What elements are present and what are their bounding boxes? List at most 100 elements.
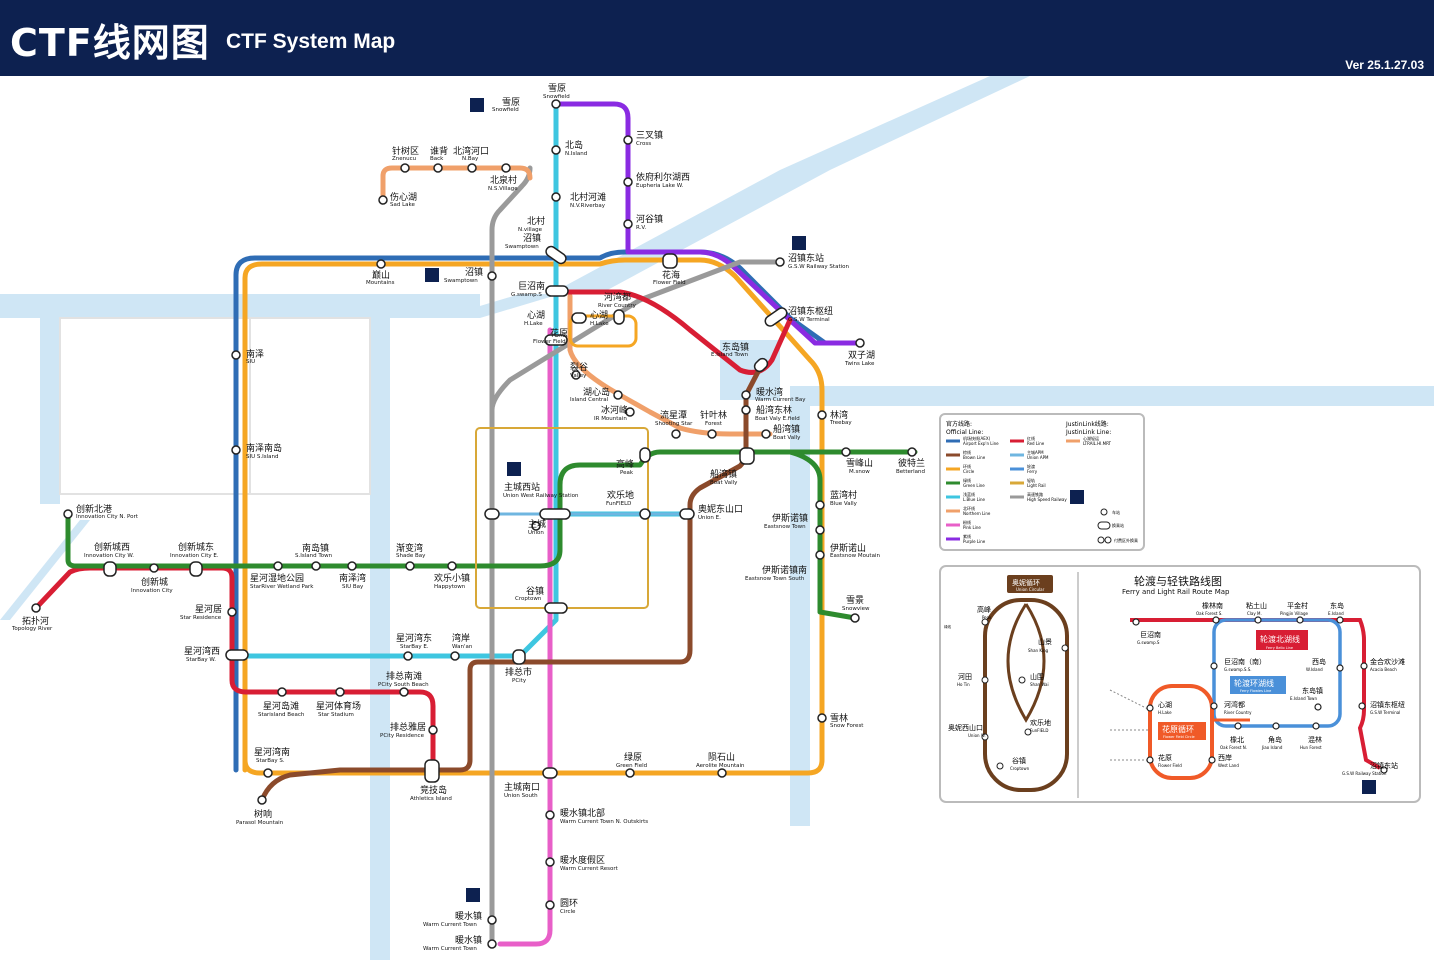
svg-text:Green Line: Green Line: [963, 483, 985, 488]
svg-text:Shade Bay: Shade Bay: [396, 553, 426, 559]
svg-text:Eastsnow Town South: Eastsnow Town South: [745, 576, 805, 582]
svg-text:E.Island: E.Island: [1328, 611, 1344, 616]
svg-text:沼镇东枢纽: 沼镇东枢纽: [1370, 700, 1405, 709]
svg-text:暖水镇: 暖水镇: [455, 934, 482, 946]
svg-text:Cross: Cross: [636, 141, 651, 147]
svg-text:排总南滩: 排总南滩: [386, 670, 422, 682]
svg-text:官方线路:: 官方线路:: [946, 420, 972, 428]
svg-text:谷镇: 谷镇: [1012, 756, 1026, 765]
svg-text:欢乐地: 欢乐地: [607, 489, 634, 501]
svg-text:H.Lake: H.Lake: [524, 321, 543, 327]
svg-text:Peak: Peak: [620, 470, 634, 476]
svg-text:Official Line:: Official Line:: [946, 429, 983, 436]
svg-text:东岛镇: 东岛镇: [722, 341, 749, 353]
svg-text:E.Island Town: E.Island Town: [1290, 696, 1317, 701]
svg-text:河湾都: 河湾都: [604, 291, 631, 303]
svg-text:Flower Field: Flower Field: [653, 280, 686, 286]
svg-text:N.Island: N.Island: [565, 151, 587, 157]
svg-text:巨沼南（南）: 巨沼南（南）: [1224, 657, 1266, 666]
svg-text:Ho Tin: Ho Tin: [957, 682, 970, 687]
svg-text:创新城东: 创新城东: [178, 541, 214, 553]
svg-text:花海: 花海: [662, 269, 680, 281]
svg-text:M.snow: M.snow: [849, 469, 870, 475]
svg-text:花原: 花原: [1158, 753, 1172, 762]
svg-text:山围: 山围: [1030, 672, 1044, 681]
svg-text:Ferry Flowies Line: Ferry Flowies Line: [1240, 689, 1271, 693]
svg-text:轻轨: 轻轨: [1027, 477, 1035, 483]
svg-text:N.Bay: N.Bay: [462, 156, 479, 162]
svg-text:金合欢沙滩: 金合欢沙滩: [1370, 657, 1405, 666]
svg-text:暖水湾: 暖水湾: [756, 386, 783, 398]
svg-text:Purple Line: Purple Line: [963, 539, 986, 544]
svg-text:Wan'an: Wan'an: [452, 644, 473, 650]
svg-text:Shan Wai: Shan Wai: [1030, 682, 1049, 687]
svg-text:Union Circular: Union Circular: [1016, 587, 1045, 592]
svg-text:针树区: 针树区: [392, 145, 419, 157]
svg-text:Innovation City N. Port: Innovation City N. Port: [76, 514, 139, 520]
svg-text:W.Island: W.Island: [1306, 667, 1323, 672]
svg-text:Twins Lake: Twins Lake: [844, 361, 875, 367]
svg-text:JustinLink线路:: JustinLink线路:: [1065, 420, 1109, 428]
svg-text:Mountains: Mountains: [366, 280, 395, 286]
svg-text:高速铁路: 高速铁路: [1027, 491, 1043, 497]
svg-text:创新城: 创新城: [141, 576, 168, 588]
svg-text:付费区外换乘: 付费区外换乘: [1114, 537, 1138, 543]
svg-text:IR Mountain: IR Mountain: [594, 416, 627, 422]
svg-text:角岛: 角岛: [1268, 735, 1282, 744]
svg-text:N.V.Riverbay: N.V.Riverbay: [570, 203, 606, 209]
svg-text:Shooting Star: Shooting Star: [655, 421, 693, 427]
high-speed-railway: [489, 165, 783, 947]
svg-text:沼镇东站: 沼镇东站: [788, 252, 824, 264]
svg-text:星河居: 星河居: [195, 603, 222, 615]
ferry-title-cn: 轮渡与轻铁路线图: [1134, 574, 1222, 588]
svg-text:Union APM: Union APM: [1027, 455, 1049, 460]
svg-text:L.Blue Line: L.Blue Line: [963, 497, 985, 502]
svg-text:G.S.W Railway Station: G.S.W Railway Station: [1342, 771, 1387, 776]
svg-text:星河湾东: 星河湾东: [396, 632, 432, 644]
svg-text:SIU Bay: SIU Bay: [342, 584, 364, 590]
svg-text:Warm Current Town: Warm Current Town: [423, 946, 477, 952]
svg-text:伊斯诺镇南: 伊斯诺镇南: [762, 564, 807, 576]
svg-text:Boat Valy E.field: Boat Valy E.field: [755, 416, 800, 422]
svg-text:船湾镇: 船湾镇: [710, 468, 737, 480]
svg-text:Warm Current Town N. Outskirts: Warm Current Town N. Outskirts: [560, 819, 648, 825]
svg-text:巨沼南: 巨沼南: [518, 280, 545, 292]
svg-text:谷镇: 谷镇: [526, 585, 544, 597]
interchange-markers[interactable]: [103, 245, 789, 783]
map-title-chinese: CTF线网图: [10, 21, 210, 65]
svg-text:奥妮东山口: 奥妮东山口: [698, 503, 743, 515]
circle-line: [242, 257, 825, 776]
svg-text:伊斯诺镇: 伊斯诺镇: [772, 512, 808, 524]
svg-text:轮渡环湖线: 轮渡环湖线: [1234, 678, 1274, 688]
svg-text:星河湾西: 星河湾西: [184, 645, 220, 657]
svg-text:PCity South Beach: PCity South Beach: [378, 682, 429, 688]
svg-text:车站: 车站: [1112, 509, 1120, 515]
svg-text:彼特兰: 彼特兰: [898, 457, 925, 469]
svg-text:轮渡北湖线: 轮渡北湖线: [1260, 634, 1300, 644]
svg-text:星河湿地公园: 星河湿地公园: [250, 572, 304, 584]
svg-text:Back: Back: [430, 156, 444, 162]
svg-text:创新城西: 创新城西: [94, 541, 130, 553]
svg-text:南泽南岛: 南泽南岛: [246, 442, 282, 454]
svg-text:Union West Railway Station: Union West Railway Station: [503, 493, 579, 499]
svg-text:机场快线(AEX): 机场快线(AEX): [963, 435, 991, 441]
svg-text:圆环: 圆环: [560, 898, 578, 909]
svg-text:树响: 树响: [254, 808, 272, 820]
ferry-light-rail-inset: 轮渡与轻铁路线图 Ferry and Light Rail Route Map …: [939, 565, 1421, 803]
svg-text:Eupheria Lake W.: Eupheria Lake W.: [636, 183, 684, 189]
svg-text:伤心湖: 伤心湖: [390, 191, 417, 203]
svg-text:Znenucu: Znenucu: [392, 156, 416, 162]
svg-text:高峰: 高峰: [977, 605, 991, 614]
svg-text:沼镇: 沼镇: [523, 232, 541, 244]
svg-text:雪景: 雪景: [846, 595, 864, 606]
station-markers[interactable]: [31, 99, 917, 949]
svg-text:主城南口: 主城南口: [504, 781, 540, 793]
svg-text:Red Line: Red Line: [1027, 441, 1045, 446]
svg-text:心湖: 心湖: [590, 310, 608, 321]
svg-text:绿原: 绿原: [624, 751, 642, 763]
svg-text:谁背: 谁背: [430, 145, 448, 157]
svg-text:West Land: West Land: [1218, 763, 1239, 768]
svg-text:Snow Forest: Snow Forest: [830, 723, 864, 729]
svg-text:Union: Union: [528, 530, 544, 536]
